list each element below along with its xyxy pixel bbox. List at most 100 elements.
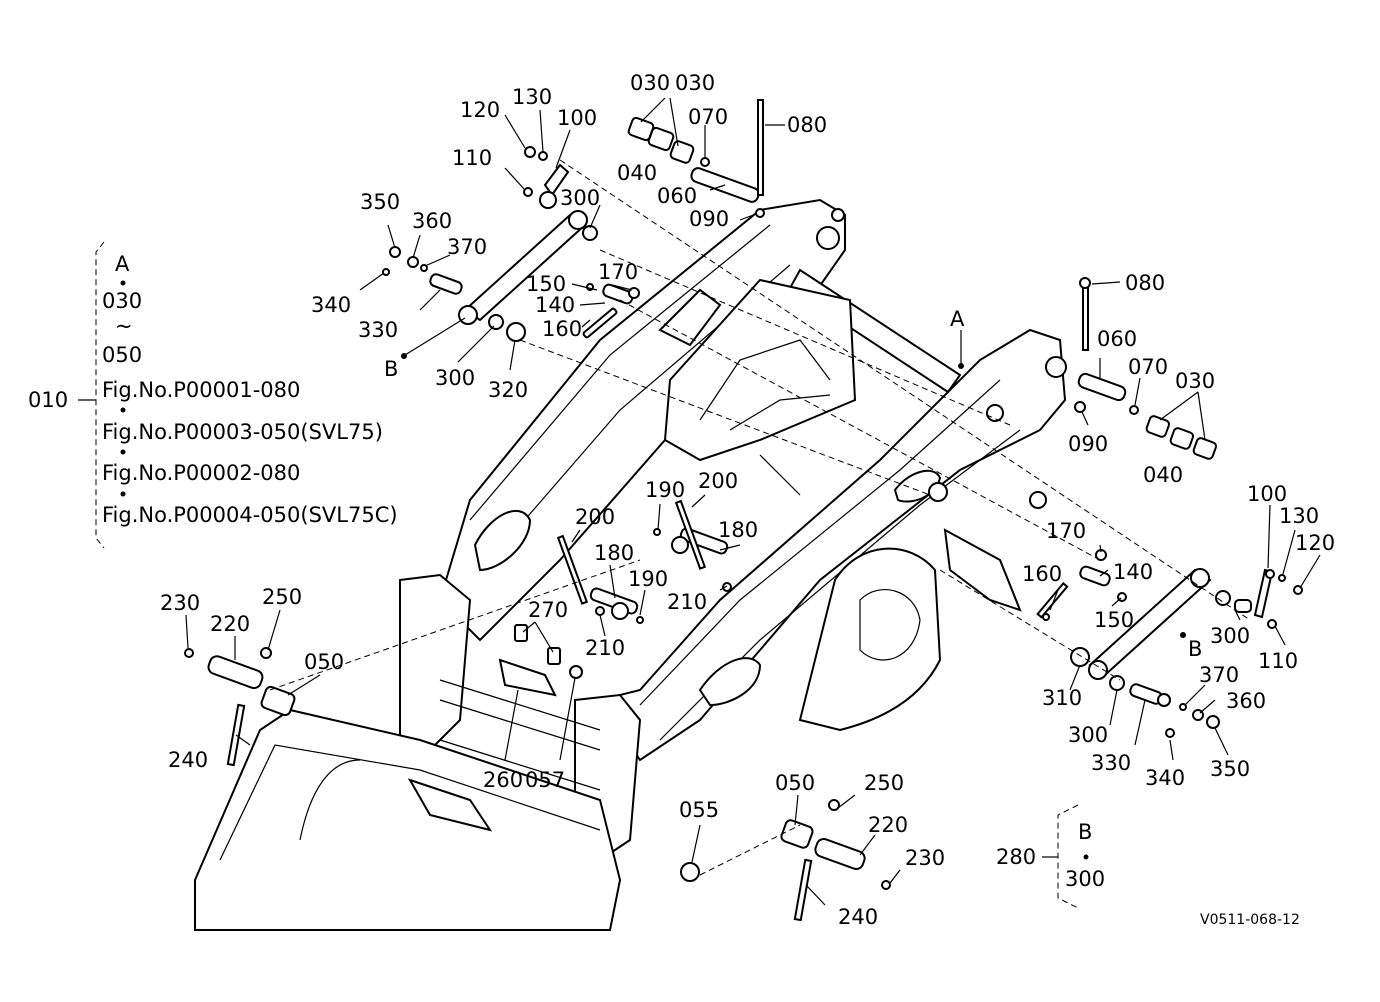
legend-a-line-5: Fig.No.P00003-050(SVL75) [102,420,383,444]
callout-120: 120 [460,98,500,122]
callout-300: 300 [1210,624,1250,648]
callout-170: 170 [598,260,638,284]
callout-240: 240 [838,905,878,929]
callout-180: 180 [718,518,758,542]
callout-080: 080 [787,113,827,137]
legend-a-group: 010 A 030 ~ 050 Fig.No.P00001-080 Fig.No… [28,241,398,549]
right-link-assembly [1070,568,1303,738]
callout-050: 050 [775,771,815,795]
callout-230: 230 [160,591,200,615]
callout-130: 130 [512,85,552,109]
assembly-guide-lines [269,159,1251,876]
machine-body [663,278,1022,732]
callout-300: 300 [1068,723,1108,747]
legend-a-line-7: Fig.No.P00004-050(SVL75C) [102,503,398,527]
bucket [194,708,622,931]
callout-360: 360 [1226,689,1266,713]
callout-330: 330 [358,318,398,342]
callout-130: 130 [1279,504,1319,528]
callout-180: 180 [594,541,634,565]
callout-070: 070 [1128,355,1168,379]
callout-190: 190 [628,567,668,591]
callout-160: 160 [542,317,582,341]
callout-050: 050 [304,650,344,674]
callout-300: 300 [560,186,600,210]
lower-right-pins [680,799,891,922]
reference-markers: A B B [384,307,1202,661]
callout-120: 120 [1295,531,1335,555]
callout-370: 370 [447,235,487,259]
legend-a-line-0: A [115,252,130,276]
drawing-code: V0511-068-12 [1200,912,1300,928]
left-link-assembly [382,210,640,342]
callout-330: 330 [1091,751,1131,775]
callout-260: 260 [483,768,523,792]
callout-340: 340 [1145,766,1185,790]
callout-070: 070 [688,105,728,129]
callout-030: 030 [630,71,670,95]
callout-leaders [185,97,1321,906]
callout-300: 300 [435,366,475,390]
callout-170: 170 [1046,519,1086,543]
callout-057: 057 [525,768,565,792]
right-lift-arm [598,328,1067,762]
callout-200: 200 [698,469,738,493]
callout-340: 340 [311,293,351,317]
marker-a-label: A [950,307,965,331]
legend-a-ref: 010 [28,388,68,412]
callout-220: 220 [210,612,250,636]
callout-250: 250 [262,585,302,609]
marker-b-right-label: B [1188,637,1202,661]
callout-030: 030 [1175,369,1215,393]
callout-210: 210 [585,636,625,660]
callout-240: 240 [168,748,208,772]
lower-left-pins [184,624,583,767]
legend-b-ref: 280 [996,845,1036,869]
legend-b-group: 280 B 300 [996,804,1105,909]
callout-350: 350 [360,190,400,214]
legend-a-line-1: 030 [102,289,142,313]
marker-b-left-label: B [384,357,398,381]
callout-040: 040 [1143,463,1183,487]
callout-210: 210 [667,590,707,614]
legend-a-line-4: Fig.No.P00001-080 [102,378,300,402]
center-pins [556,499,732,624]
legend-b-line-0: B [1078,820,1092,844]
callout-320: 320 [488,378,528,402]
callout-030: 030 [675,71,715,95]
callout-110: 110 [452,146,492,170]
legend-a-line-2: ~ [115,314,133,338]
callout-250: 250 [864,771,904,795]
callout-090: 090 [1068,432,1108,456]
callout-060: 060 [657,184,697,208]
callout-220: 220 [868,813,908,837]
legend-a-line-6: Fig.No.P00002-080 [102,461,300,485]
callout-090: 090 [689,207,729,231]
callout-140: 140 [1113,560,1153,584]
callout-055: 055 [679,798,719,822]
callout-190: 190 [645,478,685,502]
callout-110: 110 [1258,649,1298,673]
callout-350: 350 [1210,757,1250,781]
callout-140: 140 [535,293,575,317]
callout-230: 230 [905,846,945,870]
callout-080: 080 [1125,271,1165,295]
callout-150: 150 [1094,608,1134,632]
legend-a-line-3: 050 [102,343,142,367]
callout-160: 160 [1022,562,1062,586]
callout-370: 370 [1199,663,1239,687]
callout-270: 270 [528,598,568,622]
callout-100: 100 [1247,482,1287,506]
callout-310: 310 [1042,686,1082,710]
callout-150: 150 [526,272,566,296]
callout-040: 040 [617,161,657,185]
callout-360: 360 [412,209,452,233]
callout-060: 060 [1097,327,1137,351]
legend-b-line-1: 300 [1065,867,1105,891]
callout-200: 200 [575,505,615,529]
callout-100: 100 [557,106,597,130]
right-upper-pins [1036,277,1218,621]
